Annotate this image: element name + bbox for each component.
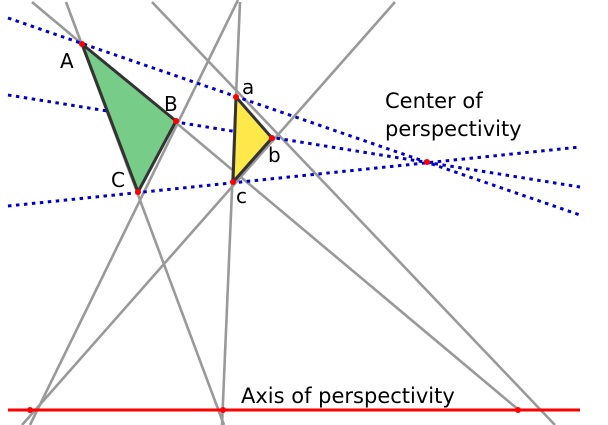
point-axis-3 (515, 407, 521, 413)
label-b: b (268, 143, 281, 167)
triangle-ABC (80, 42, 178, 194)
point-A (79, 41, 85, 47)
line-BC (28, 0, 240, 425)
label-A: A (60, 49, 74, 73)
axis-label: Axis of perspectivity (241, 384, 455, 408)
label-a: a (242, 75, 254, 99)
label-C: C (111, 168, 125, 192)
label-c: c (236, 184, 247, 208)
point-a (233, 94, 239, 100)
point-B (173, 118, 179, 124)
point-center (424, 159, 430, 165)
triangle-abc (231, 95, 274, 184)
center-label-line2: perspectivity (385, 117, 522, 141)
line-bc (21, 1, 396, 425)
ray-A-a (7, 16, 581, 217)
point-C (135, 189, 141, 195)
point-b (269, 135, 275, 141)
label-B: B (164, 92, 178, 116)
point-axis-1 (27, 407, 33, 413)
ray-B-b (7, 93, 581, 189)
perspective-rays (7, 16, 581, 217)
line-ac (220, 1, 242, 425)
points (27, 41, 521, 413)
line-ab (151, 1, 556, 425)
point-c (230, 179, 236, 185)
ray-C-c (7, 145, 581, 208)
center-label-line1: Center of (385, 89, 483, 113)
point-axis-2 (220, 407, 226, 413)
